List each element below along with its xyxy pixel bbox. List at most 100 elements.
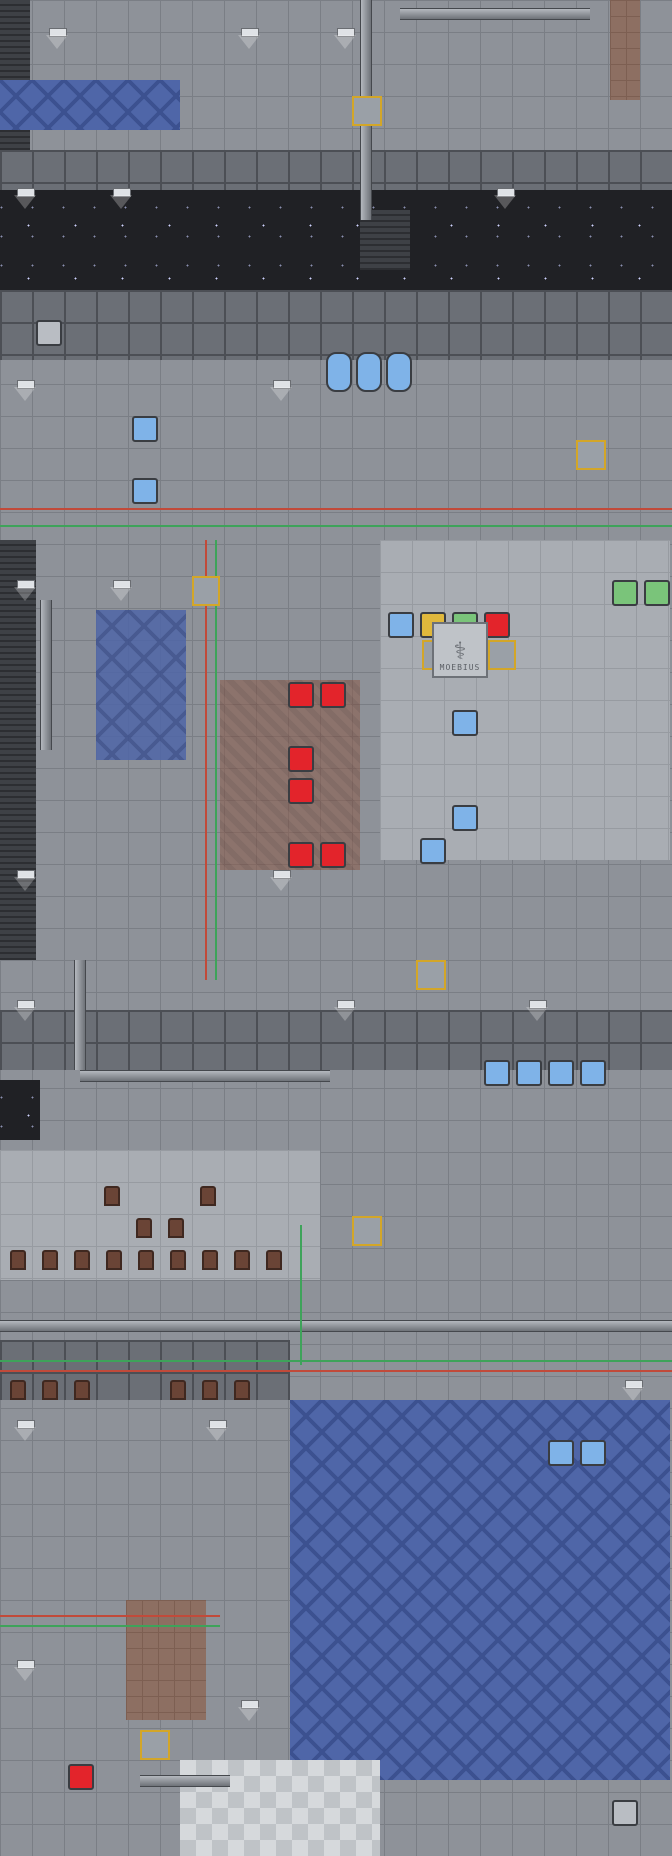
chair[interactable] [170, 1380, 186, 1400]
ceiling-light [238, 28, 260, 50]
ceiling-light [526, 1000, 548, 1022]
ceiling-light [14, 870, 36, 892]
console[interactable] [612, 1800, 638, 1826]
wall-band [0, 290, 672, 360]
chair[interactable] [10, 1380, 26, 1400]
cryo-tank[interactable] [326, 352, 352, 392]
ceiling-light [14, 580, 36, 602]
chair[interactable] [136, 1218, 152, 1238]
space-region-upper [0, 190, 672, 290]
chair[interactable] [168, 1218, 184, 1238]
pipe [140, 1775, 230, 1787]
airlock-door[interactable] [416, 960, 446, 990]
medical-scanner[interactable] [420, 838, 446, 864]
pipe [400, 8, 590, 20]
ceiling-light [110, 580, 132, 602]
power-wire [0, 1370, 672, 1372]
pipe [0, 1320, 672, 1332]
data-wire [0, 525, 672, 527]
ceiling-light [46, 28, 68, 50]
data-wire [215, 540, 217, 980]
ceiling-light [238, 1700, 260, 1722]
ceiling-light [494, 188, 516, 210]
ceiling-light [14, 380, 36, 402]
ceiling-light [14, 1660, 36, 1682]
power-wire [0, 508, 672, 510]
data-wire [300, 1225, 302, 1365]
ceiling-light [334, 1000, 356, 1022]
airlock-door[interactable] [352, 1216, 382, 1246]
chair[interactable] [42, 1250, 58, 1270]
vending-machine-red[interactable] [288, 746, 314, 772]
wood-floor-room [610, 0, 640, 100]
chair[interactable] [138, 1250, 154, 1270]
medical-scanner[interactable] [548, 1060, 574, 1086]
airlock-door[interactable] [576, 440, 606, 470]
medical-locker[interactable] [388, 612, 414, 638]
vending-machine[interactable] [132, 416, 158, 442]
maintenance-grating [360, 210, 410, 270]
vending-machine-red[interactable] [288, 682, 314, 708]
pipe [80, 1070, 330, 1082]
chair[interactable] [106, 1250, 122, 1270]
space-region-mid [0, 1080, 40, 1140]
blue-floor-room [96, 610, 186, 760]
ceiling-light [334, 28, 356, 50]
ceiling-light [14, 188, 36, 210]
airlock-door[interactable] [140, 1730, 170, 1760]
airlock-door[interactable] [488, 640, 516, 670]
wall-band [0, 150, 672, 190]
chair[interactable] [10, 1250, 26, 1270]
ceiling-light [270, 380, 292, 402]
console[interactable] [36, 320, 62, 346]
ceiling-light [622, 1380, 644, 1402]
data-wire [0, 1360, 672, 1362]
chair[interactable] [170, 1250, 186, 1270]
vending-machine[interactable] [548, 1440, 574, 1466]
cryo-tank[interactable] [386, 352, 412, 392]
vending-machine[interactable] [580, 1440, 606, 1466]
blue-floor-room [0, 80, 180, 130]
chair[interactable] [234, 1380, 250, 1400]
medical-cabinet[interactable] [612, 580, 638, 606]
medical-scanner[interactable] [452, 710, 478, 736]
medical-scanner[interactable] [580, 1060, 606, 1086]
medical-cabinet[interactable] [644, 580, 670, 606]
pool-area [290, 1400, 670, 1780]
caduceus-icon: ⚕ [453, 637, 467, 665]
vending-machine-red[interactable] [68, 1764, 94, 1790]
airlock-door[interactable] [192, 576, 220, 606]
vending-machine-red[interactable] [320, 682, 346, 708]
wood-floor-room [126, 1600, 206, 1720]
power-wire [205, 540, 207, 980]
medical-scanner[interactable] [484, 1060, 510, 1086]
ceiling-light [270, 870, 292, 892]
medical-scanner[interactable] [452, 805, 478, 831]
chair[interactable] [42, 1380, 58, 1400]
vending-machine-red[interactable] [288, 778, 314, 804]
ceiling-light [14, 1000, 36, 1022]
medical-sign-label: MOEBIUS [439, 663, 481, 672]
pipe [40, 600, 52, 750]
cryo-tank[interactable] [356, 352, 382, 392]
chair[interactable] [200, 1186, 216, 1206]
data-wire [0, 1625, 220, 1627]
vending-machine-red[interactable] [320, 842, 346, 868]
medical-scanner[interactable] [516, 1060, 542, 1086]
chair[interactable] [202, 1250, 218, 1270]
ceiling-light [206, 1420, 228, 1442]
vending-machine[interactable] [132, 478, 158, 504]
chair[interactable] [104, 1186, 120, 1206]
maintenance-grating [0, 540, 36, 960]
vending-machine-red[interactable] [288, 842, 314, 868]
medical-sign: ⚕ MOEBIUS [432, 622, 488, 678]
chair[interactable] [234, 1250, 250, 1270]
chair[interactable] [202, 1380, 218, 1400]
ceiling-light [110, 188, 132, 210]
airlock-door[interactable] [352, 96, 382, 126]
chair[interactable] [266, 1250, 282, 1270]
chair[interactable] [74, 1250, 90, 1270]
red-floor-room [220, 680, 360, 870]
chair[interactable] [74, 1380, 90, 1400]
